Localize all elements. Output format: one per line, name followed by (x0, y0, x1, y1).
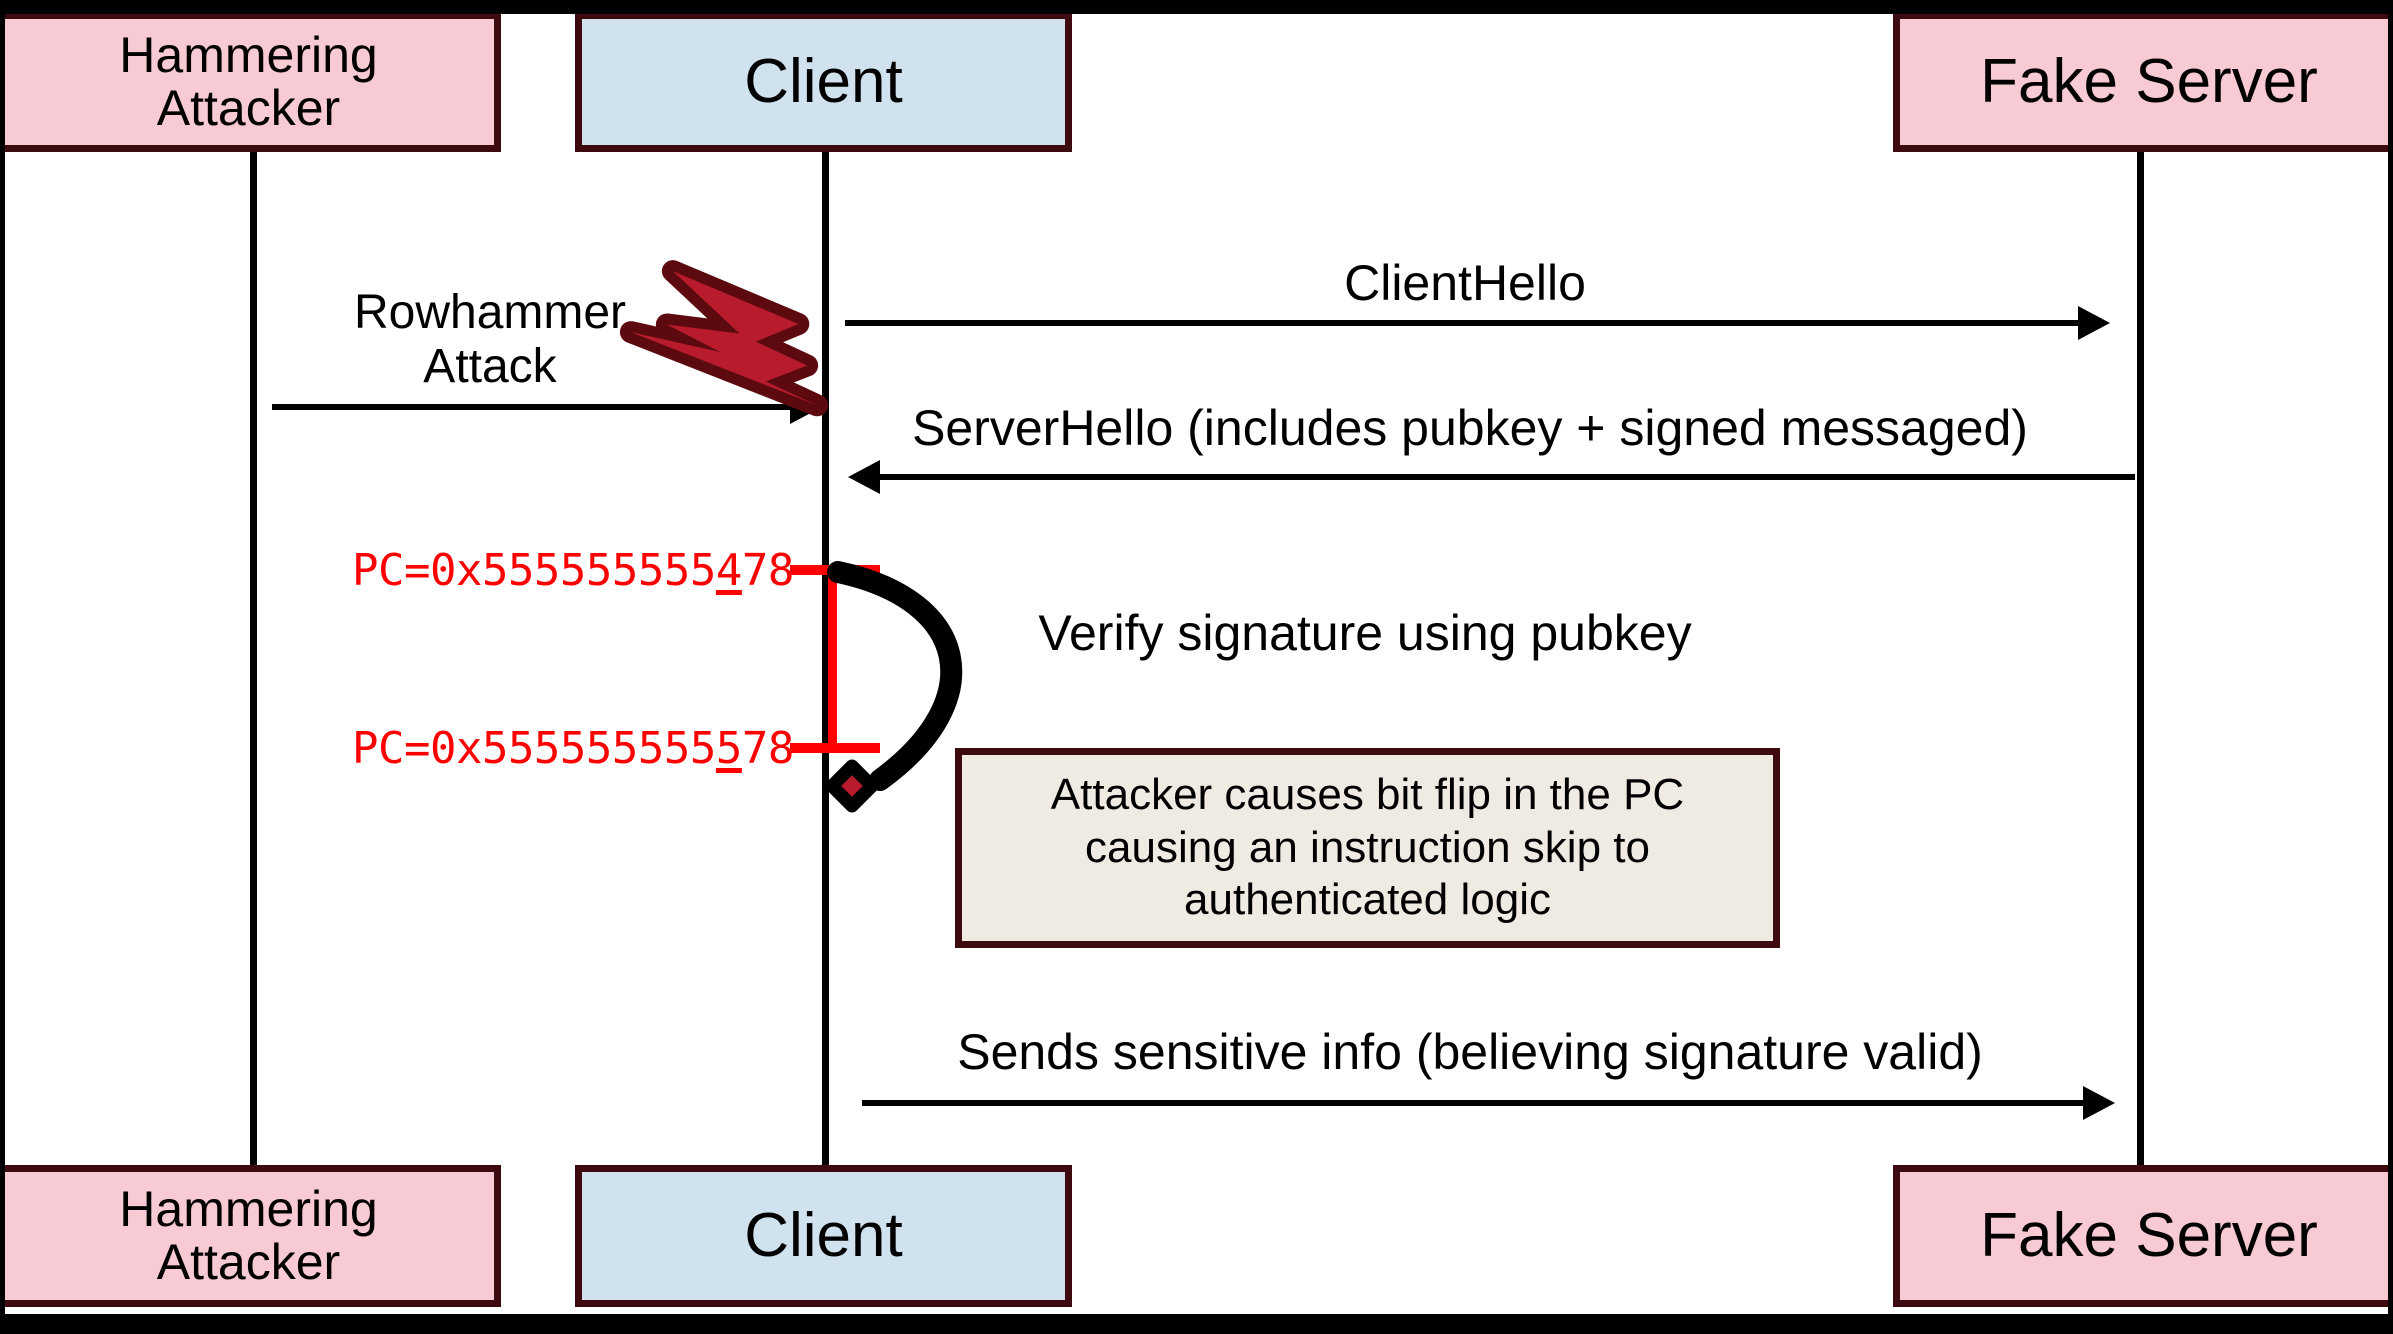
pc-bracket-stem (828, 565, 837, 753)
footer-label-attacker: Hammering Attacker (119, 1181, 378, 1290)
message-label-sensitive: Sends sensitive info (believing signatur… (957, 1024, 1983, 1080)
footer-box-server[interactable]: Fake Server (1893, 1165, 2393, 1307)
pc-label-after: PC=0x555555555578 (352, 723, 794, 774)
message-label-rowhammer: Rowhammer Attack (353, 286, 627, 393)
message-line-rowhammer (272, 404, 797, 410)
pc-label-after-prefix: PC=0x555555555 (352, 723, 716, 774)
self-loop-arc-verify (825, 561, 963, 813)
message-arrowhead-clienthello (2078, 306, 2110, 340)
footer-label-server: Fake Server (1980, 1201, 2318, 1271)
message-arrowhead-sensitive (2083, 1086, 2115, 1120)
message-arrowhead-serverhello (848, 460, 880, 494)
note-box-bitflip[interactable]: Attacker causes bit flip in the PC causi… (955, 748, 1780, 948)
note-box-text: Attacker causes bit flip in the PC causi… (1050, 769, 1685, 925)
pc-bracket-cap-bottom (790, 743, 880, 753)
participant-label-attacker: Hammering Attacker (119, 27, 378, 136)
pc-bracket-cap-top (790, 565, 880, 575)
footer-box-attacker[interactable]: Hammering Attacker (0, 1165, 501, 1307)
message-line-sensitive (862, 1100, 2090, 1106)
lifeline-client (822, 145, 829, 1175)
participant-label-server: Fake Server (1980, 47, 2318, 117)
pc-label-before-suffix: 78 (741, 545, 794, 596)
participant-label-client: Client (744, 47, 903, 117)
participant-box-client[interactable]: Client (575, 12, 1072, 152)
participant-box-attacker[interactable]: Hammering Attacker (0, 12, 501, 152)
participant-box-server[interactable]: Fake Server (1893, 12, 2393, 152)
message-arrowhead-rowhammer (790, 390, 822, 424)
pc-label-after-flip-digit: 5 (715, 723, 743, 774)
message-label-clienthello: ClientHello (1344, 255, 1586, 311)
message-label-verify: Verify signature using pubkey (1038, 605, 1692, 661)
message-line-serverhello (880, 474, 2135, 480)
footer-label-client: Client (744, 1201, 903, 1271)
lifeline-attacker (250, 145, 257, 1175)
message-label-serverhello: ServerHello (includes pubkey + signed me… (912, 400, 2028, 456)
footer-box-client[interactable]: Client (575, 1165, 1072, 1307)
pc-label-after-suffix: 78 (741, 723, 794, 774)
pc-label-before-prefix: PC=0x555555555 (352, 545, 716, 596)
message-line-clienthello (845, 320, 2085, 326)
pc-label-before: PC=0x555555555478 (352, 545, 794, 596)
pc-label-before-flip-digit: 4 (715, 545, 743, 596)
lifeline-server (2137, 145, 2144, 1175)
